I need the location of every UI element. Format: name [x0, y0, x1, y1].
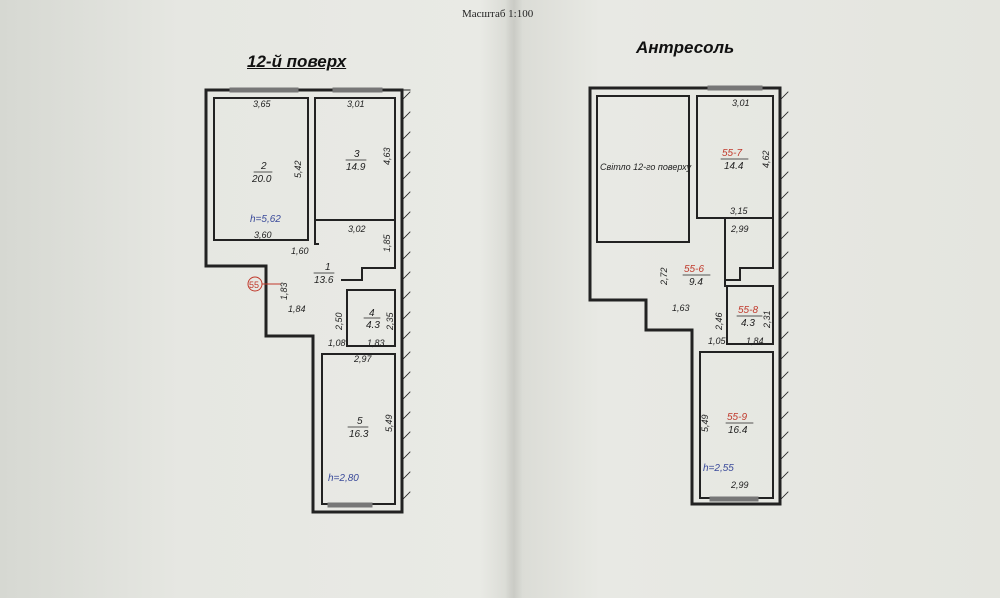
- room-number: 55-8: [738, 305, 758, 316]
- dim-label: 3,15: [730, 206, 749, 216]
- room-area: 9.4: [689, 277, 703, 288]
- dim-label: 3,65: [253, 99, 272, 109]
- room-number: 4: [369, 308, 375, 319]
- apartment-marker: 55: [247, 276, 281, 292]
- room-area: 16.4: [728, 425, 748, 436]
- floor12-walls: [204, 87, 411, 514]
- room-area: 14.9: [346, 162, 366, 173]
- floor12-title: 12-й поверх: [247, 52, 347, 71]
- dim-label: 4,63: [382, 147, 392, 165]
- dim-label: 4,62: [761, 150, 771, 168]
- dim-label: 2,35: [385, 311, 395, 331]
- apartment-number: 55: [249, 280, 259, 290]
- dim-label: 5,49: [700, 414, 710, 432]
- room-number: 55-7: [722, 148, 742, 159]
- scale-label: Масштаб 1:100: [462, 8, 534, 20]
- floor12-dimensions: 3,65 3,01 5,42 4,63 3,60 3,02 1,60 1,85 …: [253, 99, 395, 432]
- room-number: 1: [325, 262, 331, 273]
- room-number: 55-9: [727, 412, 747, 423]
- dim-label: 2,50: [334, 312, 344, 331]
- dim-label: 2,99: [730, 224, 749, 234]
- room-area: 14.4: [724, 161, 744, 172]
- dim-label: 1,60: [291, 246, 309, 256]
- dim-label: 2,72: [659, 267, 669, 286]
- floor12-hatching: [401, 91, 411, 501]
- dim-label: 1,83: [367, 338, 385, 348]
- mezzanine-hatching: [779, 91, 789, 501]
- room-area: 4.3: [366, 320, 380, 331]
- dim-label: 1,84: [746, 336, 764, 346]
- room-number: 2: [260, 161, 267, 172]
- height-label: h=2,55: [703, 463, 734, 474]
- height-label: h=2,80: [328, 473, 359, 484]
- room-number: 3: [354, 149, 360, 160]
- room-area: 16.3: [349, 429, 369, 440]
- room-area: 4.3: [741, 318, 755, 329]
- dim-label: 3,60: [254, 230, 272, 240]
- room-area: 13.6: [314, 275, 334, 286]
- dim-label: 1,83: [279, 282, 289, 300]
- mezzanine-room-labels: Світло 12-го поверху 55-7 14.4 55-6 9.4 …: [600, 148, 763, 474]
- dim-label: 3,02: [348, 224, 366, 234]
- room-number: 5: [357, 416, 363, 427]
- dim-label: 5,49: [384, 414, 394, 432]
- floor12-plan: 3,65 3,01 5,42 4,63 3,60 3,02 1,60 1,85 …: [204, 87, 411, 514]
- dim-label: 1,08: [328, 338, 346, 348]
- height-label: h=5,62: [250, 214, 281, 225]
- room-number: 55-6: [684, 264, 704, 275]
- dim-label: 1,63: [672, 303, 690, 313]
- dim-label: 1,85: [382, 233, 392, 252]
- dim-label: 2,99: [730, 480, 749, 490]
- mezzanine-title: Антресоль: [636, 38, 735, 57]
- dim-label: 1,84: [288, 304, 306, 314]
- dim-label: 3,01: [347, 99, 365, 109]
- floor12-room-labels: 2 20.0 3 14.9 1 13.6 4 4.3 5 16.3 h=5,62…: [250, 149, 381, 484]
- dim-label: 2,97: [353, 354, 373, 364]
- mezzanine-plan: 3,01 4,62 3,15 2,99 2,72 1,63 2,46 2,31 …: [588, 85, 789, 506]
- room-area: 20.0: [251, 174, 272, 185]
- dim-label: 5,42: [293, 160, 303, 178]
- light-well-label: Світло 12-го поверху: [600, 162, 692, 172]
- dim-label: 1,05: [708, 336, 727, 346]
- dim-label: 3,01: [732, 98, 750, 108]
- dim-label: 2,31: [762, 310, 772, 329]
- paper-fold: [505, 0, 523, 598]
- mezzanine-walls: [588, 85, 782, 506]
- mezzanine-dimensions: 3,01 4,62 3,15 2,99 2,72 1,63 2,46 2,31 …: [659, 98, 772, 490]
- dim-label: 2,46: [714, 312, 724, 331]
